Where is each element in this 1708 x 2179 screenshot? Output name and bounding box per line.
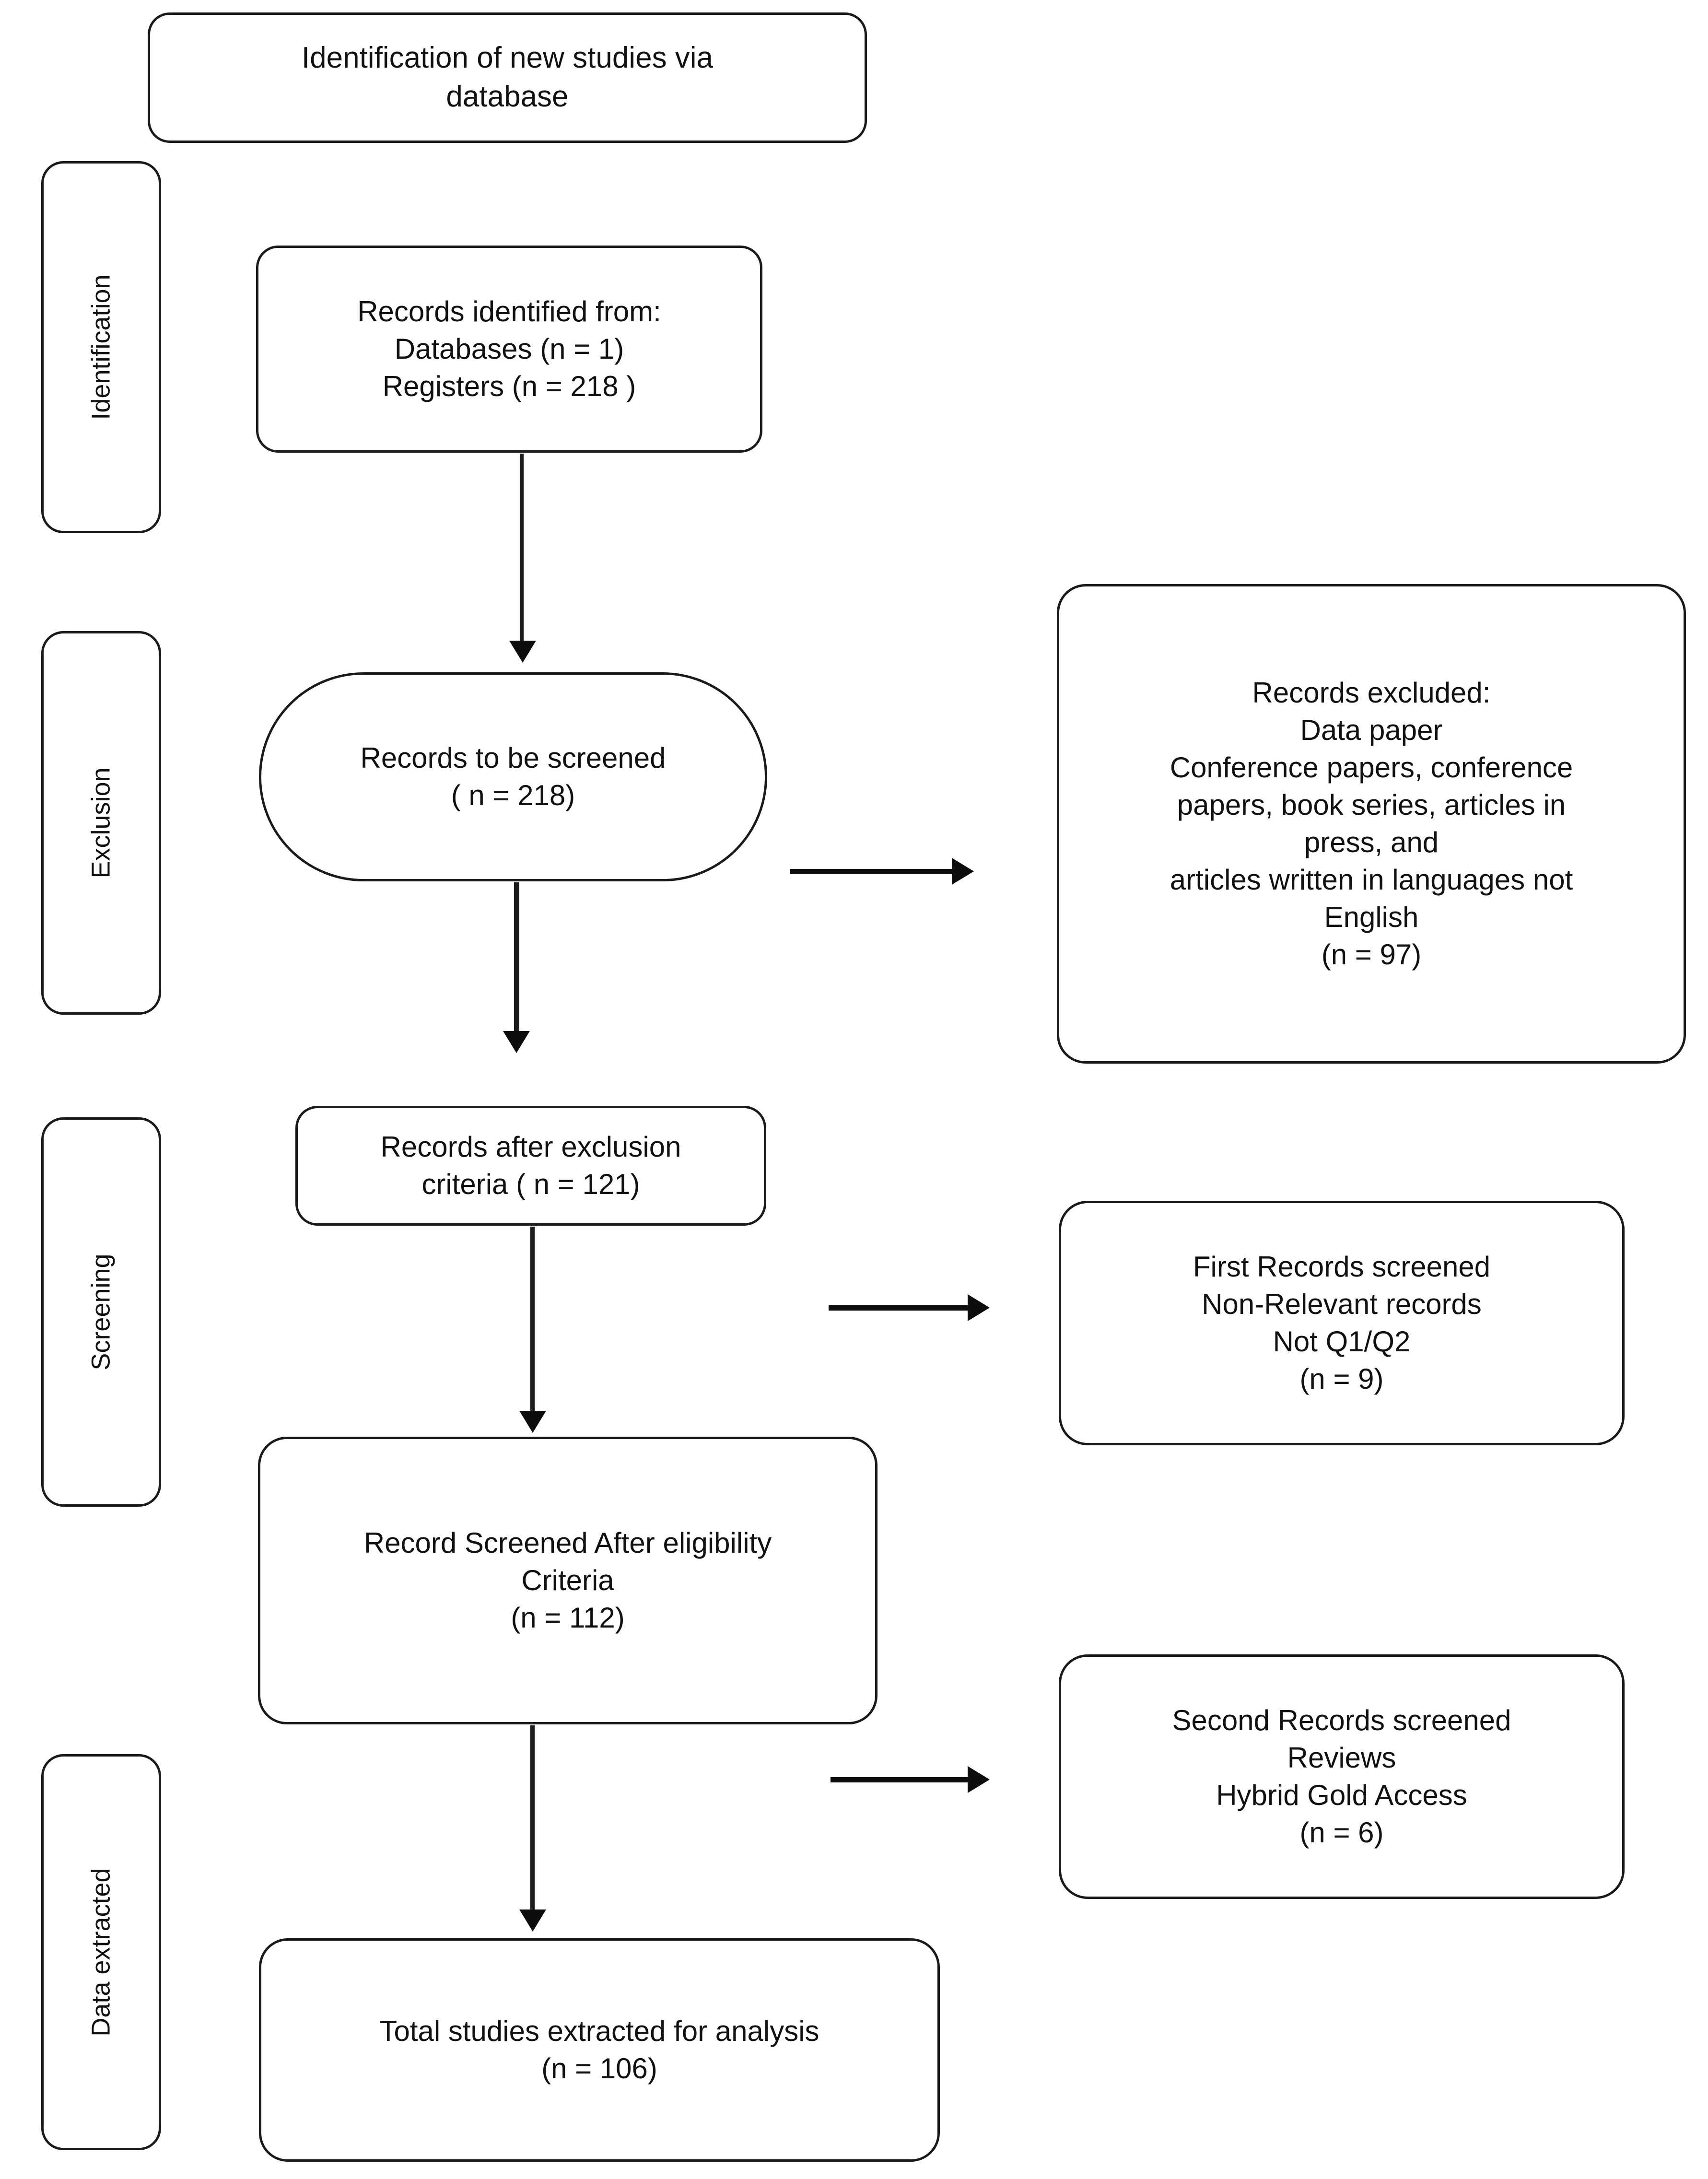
connector-after-exclusion-to-first-screened-arrowhead	[968, 1294, 990, 1321]
phase-label-exclusion: Exclusion	[41, 631, 161, 1015]
connector-after-exclusion-to-eligibility-line	[530, 1227, 535, 1415]
node-total-studies-extracted: Total studies extracted for analysis (n …	[259, 1938, 940, 2162]
connector-screened-to-after-exclusion-arrowhead	[503, 1031, 530, 1053]
connector-after-exclusion-to-first-screened-line	[829, 1305, 972, 1311]
node-first-records-screened: First Records screened Non-Relevant reco…	[1059, 1201, 1625, 1445]
connector-eligibility-to-total-line	[530, 1725, 535, 1913]
connector-screened-to-excluded-arrowhead	[952, 858, 974, 885]
node-records-after-exclusion: Records after exclusion criteria ( n = 1…	[295, 1106, 766, 1226]
connector-eligibility-to-second-screened-arrowhead	[968, 1766, 990, 1793]
phase-label-data-extracted-text: Data extracted	[87, 1868, 116, 2037]
connector-screened-to-excluded-line	[790, 869, 956, 874]
connector-identified-to-screened-arrowhead	[509, 641, 536, 663]
node-second-records-screened: Second Records screened Reviews Hybrid G…	[1059, 1654, 1625, 1899]
node-records-excluded: Records excluded: Data paper Conference …	[1057, 584, 1686, 1064]
phase-label-screening: Screening	[41, 1117, 161, 1507]
phase-label-screening-text: Screening	[87, 1254, 116, 1371]
phase-label-identification-text: Identification	[87, 274, 116, 420]
connector-after-exclusion-to-eligibility-arrowhead	[519, 1411, 546, 1433]
node-records-identified: Records identified from: Databases (n = …	[256, 246, 762, 453]
phase-label-data-extracted: Data extracted	[41, 1754, 161, 2150]
connector-screened-to-after-exclusion-line	[514, 882, 519, 1036]
node-record-screened-eligibility: Record Screened After eligibility Criter…	[258, 1437, 877, 1724]
phase-label-exclusion-text: Exclusion	[86, 767, 116, 879]
connector-eligibility-to-total-arrowhead	[519, 1910, 546, 1932]
connector-eligibility-to-second-screened-line	[831, 1777, 972, 1782]
connector-identified-to-screened-line	[520, 454, 524, 644]
header-identification-via-database: Identification of new studies via databa…	[148, 12, 867, 143]
phase-label-identification: Identification	[41, 161, 161, 533]
node-records-to-be-screened: Records to be screened ( n = 218)	[259, 672, 767, 881]
